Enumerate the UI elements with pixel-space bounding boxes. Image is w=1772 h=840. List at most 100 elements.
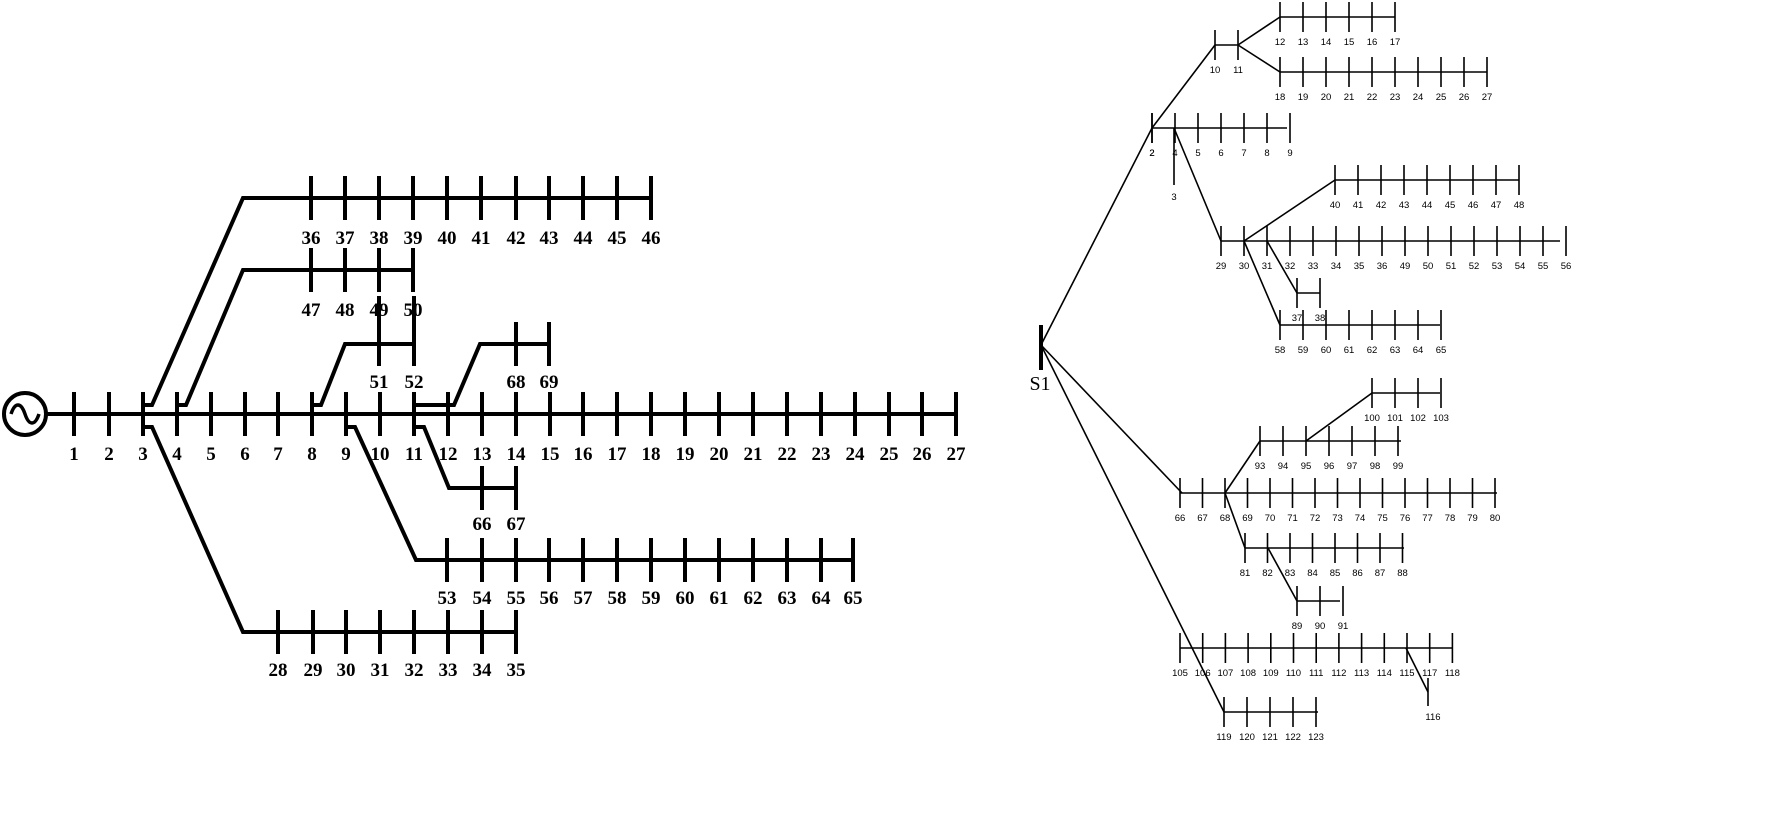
bus-30-label: 30 <box>337 660 356 681</box>
feeder-to-66 <box>1040 344 1183 494</box>
bus-27-label: 27 <box>947 444 967 465</box>
bus-6-label: 6 <box>1218 148 1223 159</box>
bus-54-label: 54 <box>1515 261 1526 272</box>
bus-53-label: 53 <box>1492 261 1503 272</box>
bus-85-label: 85 <box>1330 568 1341 579</box>
bus-121-label: 121 <box>1262 732 1278 743</box>
line-30-40 <box>1243 179 1336 242</box>
bus-48-label: 48 <box>1514 200 1525 211</box>
bus-81-label: 81 <box>1240 568 1251 579</box>
bus-69-label: 69 <box>1242 513 1253 524</box>
bus-42-label: 42 <box>507 228 526 249</box>
bus-34-label: 34 <box>473 660 493 681</box>
bus-34-label: 34 <box>1331 261 1342 272</box>
bus-69-label: 69 <box>540 372 559 393</box>
bus-61-label: 61 <box>1344 345 1355 356</box>
bus-50-label: 50 <box>1423 261 1434 272</box>
branch-68-69-line <box>412 342 549 414</box>
line-82-89 <box>1267 547 1298 602</box>
bus-39-label: 39 <box>404 228 423 249</box>
bus-112-label: 112 <box>1331 668 1346 679</box>
bus-109-label: 109 <box>1263 668 1279 679</box>
bus-59-label: 59 <box>642 588 661 609</box>
bus-43-label: 43 <box>1399 200 1410 211</box>
bus-15-label: 15 <box>541 444 560 465</box>
bus-84-label: 84 <box>1307 568 1318 579</box>
bus-113-label: 113 <box>1354 668 1369 679</box>
bus-115-label: 115 <box>1399 668 1414 679</box>
bus-76-label: 76 <box>1400 513 1411 524</box>
bus-47-label: 47 <box>302 300 322 321</box>
bus-32-label: 32 <box>1285 261 1296 272</box>
bus-97-label: 97 <box>1347 461 1358 472</box>
bus-114-label: 114 <box>1377 668 1392 679</box>
bus-7-label: 7 <box>1241 148 1246 159</box>
bus-103-label: 103 <box>1433 413 1449 424</box>
bus-33-label: 33 <box>1308 261 1319 272</box>
bus-18-label: 18 <box>1275 92 1286 103</box>
bus-78-label: 78 <box>1445 513 1456 524</box>
bus-7-label: 7 <box>273 444 283 465</box>
bus-101-label: 101 <box>1387 413 1403 424</box>
bus-25-label: 25 <box>1436 92 1447 103</box>
sine-wave-icon <box>9 403 41 425</box>
bus-63-label: 63 <box>1390 345 1401 356</box>
bus-16-label: 16 <box>1367 37 1378 48</box>
bus-14-label: 14 <box>507 444 527 465</box>
bus-17-label: 17 <box>608 444 628 465</box>
bus-38-label: 38 <box>1315 313 1326 324</box>
bus-80-label: 80 <box>1490 513 1501 524</box>
bus-86-label: 86 <box>1352 568 1363 579</box>
bus-27-label: 27 <box>1482 92 1493 103</box>
bus-29-label: 29 <box>304 660 323 681</box>
bus-48-label: 48 <box>336 300 355 321</box>
bus-91-label: 91 <box>1338 621 1349 632</box>
line-11-18 <box>1237 44 1281 73</box>
bus-61-label: 61 <box>710 588 729 609</box>
bus-4-label: 4 <box>1172 148 1177 159</box>
bus-41-label: 41 <box>1353 200 1364 211</box>
bus-107-label: 107 <box>1217 668 1233 679</box>
bus-11-label: 11 <box>1233 65 1243 76</box>
bus-98-label: 98 <box>1370 461 1381 472</box>
bus-94-label: 94 <box>1278 461 1289 472</box>
bus-22-label: 22 <box>778 444 797 465</box>
bus-87-label: 87 <box>1375 568 1386 579</box>
bus-111-label: 111 <box>1309 668 1323 679</box>
line-4-29 <box>1173 127 1222 242</box>
bus-19-label: 19 <box>676 444 695 465</box>
bus-66-label: 66 <box>473 514 492 535</box>
bus-123-label: 123 <box>1308 732 1324 743</box>
bus-68-label: 68 <box>1220 513 1231 524</box>
bus-62-label: 62 <box>744 588 763 609</box>
bus-18-label: 18 <box>642 444 661 465</box>
line-11-12 <box>1237 16 1281 46</box>
bus-33-label: 33 <box>439 660 458 681</box>
bus-57-label: 57 <box>574 588 594 609</box>
bus-32-label: 32 <box>405 660 424 681</box>
bus-96-label: 96 <box>1324 461 1335 472</box>
bus-64-label: 64 <box>812 588 832 609</box>
bus-110-label: 110 <box>1286 668 1301 679</box>
line-30-58 <box>1243 240 1281 326</box>
line-68-81 <box>1224 492 1246 549</box>
bus-44-label: 44 <box>1422 200 1433 211</box>
bus-108-label: 108 <box>1240 668 1256 679</box>
branch-47-50-line <box>175 268 414 414</box>
bus-73-label: 73 <box>1332 513 1343 524</box>
bus-35-label: 35 <box>507 660 526 681</box>
branch-28-35-line <box>141 414 516 634</box>
bus-44-label: 44 <box>574 228 594 249</box>
bus-62-label: 62 <box>1367 345 1378 356</box>
bus-26-label: 26 <box>913 444 932 465</box>
bus-40-label: 40 <box>438 228 457 249</box>
line-115-116 <box>1405 647 1429 693</box>
bus-46-label: 46 <box>1468 200 1479 211</box>
feeder-to-2 <box>1040 127 1153 346</box>
bus-13-label: 13 <box>473 444 492 465</box>
bus-2-label: 2 <box>104 444 114 465</box>
bus-23-label: 23 <box>812 444 831 465</box>
